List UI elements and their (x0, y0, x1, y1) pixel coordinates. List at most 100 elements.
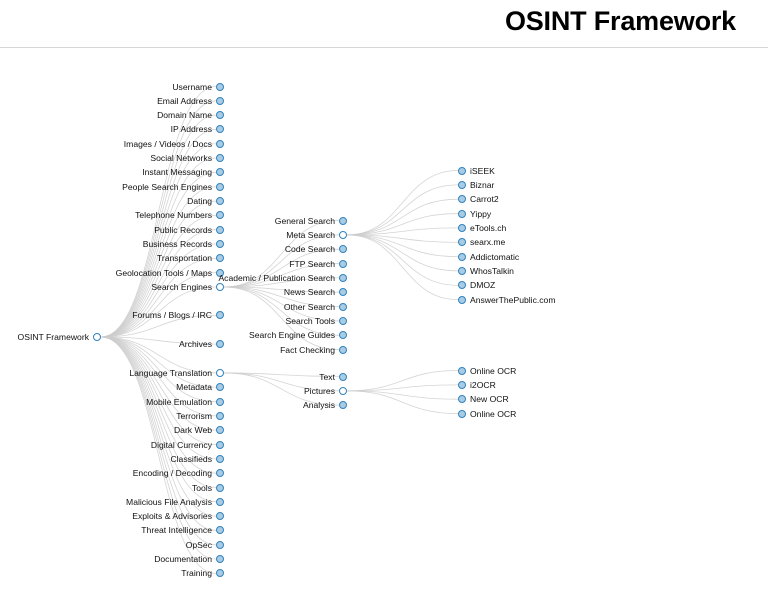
tree-node-circle-icon[interactable] (216, 139, 224, 148)
tree-node-ocr-3[interactable]: Online OCR (458, 408, 516, 420)
tree-node-l1-exploits-advisories[interactable]: Exploits & Advisories (132, 510, 224, 522)
tree-node-circle-icon[interactable] (458, 252, 466, 261)
tree-node-circle-icon[interactable] (339, 288, 347, 297)
tree-node-circle-icon[interactable] (339, 302, 347, 311)
tree-node-l1-business-records[interactable]: Business Records (143, 238, 224, 250)
tree-node-circle-icon[interactable] (216, 555, 224, 564)
tree-node-l1-archives[interactable]: Archives (179, 338, 224, 350)
tree-node-circle-icon[interactable] (339, 331, 347, 340)
tree-node-circle-icon[interactable] (458, 195, 466, 204)
tree-node-se-fact-checking[interactable]: Fact Checking (280, 344, 347, 356)
tree-node-circle-icon[interactable] (216, 168, 224, 177)
tree-node-circle-icon[interactable] (216, 497, 224, 506)
tree-node-meta-biznar[interactable]: Biznar (458, 179, 494, 191)
tree-node-l1-search-engines[interactable]: Search Engines (151, 281, 224, 293)
tree-node-meta-dmoz[interactable]: DMOZ (458, 279, 495, 291)
tree-node-circle-icon[interactable] (216, 483, 224, 492)
tree-node-meta-yippy[interactable]: Yippy (458, 208, 491, 220)
tree-node-circle-icon[interactable] (216, 154, 224, 163)
tree-node-l1-people-search-engines[interactable]: People Search Engines (122, 181, 224, 193)
tree-node-l1-telephone-numbers[interactable]: Telephone Numbers (135, 209, 224, 221)
tree-node-circle-icon[interactable] (216, 311, 224, 320)
tree-node-l1-metadata[interactable]: Metadata (176, 381, 224, 393)
tree-node-lt-text[interactable]: Text (319, 371, 347, 383)
tree-node-circle-icon[interactable] (458, 223, 466, 232)
tree-node-circle-icon[interactable] (339, 372, 347, 381)
tree-node-se-news-search[interactable]: News Search (284, 286, 347, 298)
tree-node-l1-transportation[interactable]: Transportation (157, 252, 224, 264)
tree-node-meta-etools-ch[interactable]: eTools.ch (458, 222, 506, 234)
tree-node-circle-icon[interactable] (339, 230, 347, 239)
tree-node-circle-icon[interactable] (339, 216, 347, 225)
tree-node-circle-icon[interactable] (216, 383, 224, 392)
tree-node-l1-tools[interactable]: Tools (192, 482, 224, 494)
tree-node-circle-icon[interactable] (216, 426, 224, 435)
tree-node-circle-icon[interactable] (216, 254, 224, 263)
tree-node-l1-ip-address[interactable]: IP Address (171, 123, 224, 135)
tree-node-circle-icon[interactable] (458, 166, 466, 175)
tree-node-l1-language-translation[interactable]: Language Translation (129, 367, 224, 379)
tree-node-l1-documentation[interactable]: Documentation (154, 553, 224, 565)
tree-node-circle-icon[interactable] (339, 273, 347, 282)
tree-node-l1-domain-name[interactable]: Domain Name (157, 109, 224, 121)
tree-node-circle-icon[interactable] (458, 281, 466, 290)
tree-node-se-ftp-search[interactable]: FTP Search (289, 258, 347, 270)
tree-node-lt-pictures[interactable]: Pictures (304, 385, 347, 397)
tree-node-circle-icon[interactable] (339, 316, 347, 325)
tree-node-circle-icon[interactable] (458, 380, 466, 389)
tree-node-circle-icon[interactable] (458, 180, 466, 189)
tree-node-meta-addictomatic[interactable]: Addictomatic (458, 251, 519, 263)
tree-node-l1-geolocation-tools-maps[interactable]: Geolocation Tools / Maps (116, 267, 224, 279)
tree-node-circle-icon[interactable] (216, 469, 224, 478)
tree-node-l1-dating[interactable]: Dating (187, 195, 224, 207)
tree-node-l1-encoding-decoding[interactable]: Encoding / Decoding (133, 467, 224, 479)
tree-node-l1-classifieds[interactable]: Classifieds (170, 453, 224, 465)
tree-node-circle-icon[interactable] (216, 368, 224, 377)
tree-node-l1-email-address[interactable]: Email Address (157, 95, 224, 107)
tree-node-ocr-0[interactable]: Online OCR (458, 365, 516, 377)
tree-node-circle-icon[interactable] (458, 395, 466, 404)
tree-node-circle-icon[interactable] (339, 245, 347, 254)
tree-node-circle-icon[interactable] (339, 401, 347, 410)
tree-node-se-general-search[interactable]: General Search (275, 215, 347, 227)
tree-node-l1-username[interactable]: Username (172, 81, 224, 93)
tree-node-circle-icon[interactable] (458, 409, 466, 418)
tree-node-l1-threat-intelligence[interactable]: Threat Intelligence (141, 524, 224, 536)
tree-node-l1-digital-currency[interactable]: Digital Currency (151, 439, 224, 451)
tree-node-meta-searx-me[interactable]: searx.me (458, 236, 505, 248)
tree-node-circle-icon[interactable] (216, 125, 224, 134)
tree-node-circle-icon[interactable] (458, 209, 466, 218)
tree-node-circle-icon[interactable] (216, 411, 224, 420)
tree-node-l1-dark-web[interactable]: Dark Web (174, 424, 224, 436)
tree-node-circle-icon[interactable] (339, 386, 347, 395)
tree-node-se-search-tools[interactable]: Search Tools (285, 315, 347, 327)
tree-node-circle-icon[interactable] (216, 440, 224, 449)
tree-node-circle-icon[interactable] (216, 111, 224, 120)
tree-node-circle-icon[interactable] (216, 240, 224, 249)
tree-node-circle-icon[interactable] (216, 454, 224, 463)
tree-node-ocr-2[interactable]: New OCR (458, 393, 509, 405)
tree-node-circle-icon[interactable] (458, 295, 466, 304)
tree-node-root[interactable]: OSINT Framework (18, 331, 101, 343)
tree-node-meta-answerthepublic-com[interactable]: AnswerThePublic.com (458, 294, 556, 306)
tree-node-circle-icon[interactable] (216, 397, 224, 406)
tree-node-circle-icon[interactable] (216, 197, 224, 206)
tree-node-meta-carrot2[interactable]: Carrot2 (458, 193, 499, 205)
tree-node-l1-public-records[interactable]: Public Records (154, 224, 224, 236)
tree-node-meta-iseek[interactable]: iSEEK (458, 165, 495, 177)
tree-node-l1-instant-messaging[interactable]: Instant Messaging (142, 166, 224, 178)
tree-node-circle-icon[interactable] (216, 569, 224, 578)
tree-node-circle-icon[interactable] (216, 340, 224, 349)
tree-node-circle-icon[interactable] (216, 268, 224, 277)
tree-node-circle-icon[interactable] (458, 238, 466, 247)
tree-node-se-academic-publication-search[interactable]: Academic / Publication Search (218, 272, 347, 284)
tree-node-circle-icon[interactable] (216, 82, 224, 91)
tree-node-l1-terrorism[interactable]: Terrorism (176, 410, 224, 422)
tree-node-se-other-search[interactable]: Other Search (284, 301, 347, 313)
tree-node-circle-icon[interactable] (458, 366, 466, 375)
tree-node-circle-icon[interactable] (339, 259, 347, 268)
tree-node-se-code-search[interactable]: Code Search (285, 243, 347, 255)
tree-node-circle-icon[interactable] (216, 225, 224, 234)
tree-node-lt-analysis[interactable]: Analysis (303, 399, 347, 411)
tree-node-l1-forums-blogs-irc[interactable]: Forums / Blogs / IRC (132, 309, 224, 321)
